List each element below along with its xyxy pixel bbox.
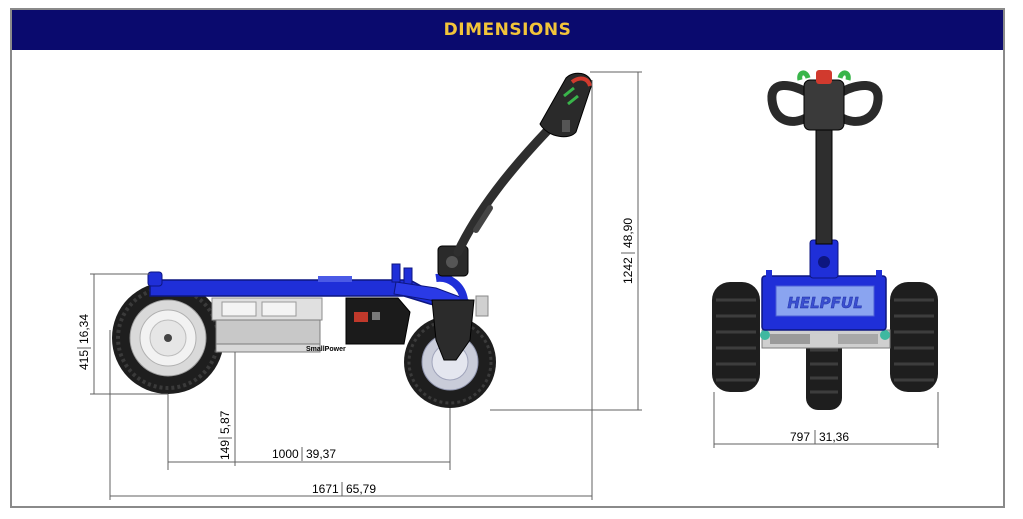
right-wheel: [890, 282, 938, 392]
side-view-dimension-labels: 1242 48,90 415 16,34 149 5,87 1000 39,37…: [77, 218, 635, 496]
tiller-arm: [437, 125, 553, 277]
dimensions-header-bar: DIMENSIONS: [12, 10, 1003, 50]
dim-width-in: 31,36: [819, 430, 849, 444]
page-title: DIMENSIONS: [443, 20, 572, 40]
main-frame: [147, 263, 469, 313]
dim-total-length-mm: 1671: [312, 482, 339, 496]
front-body: HELPFUL: [761, 270, 887, 331]
tiller-handle: [539, 72, 593, 138]
dim-frame-height-mm: 415: [77, 350, 91, 370]
side-plate-label: SmallPower: [306, 346, 346, 353]
front-handlebar: [767, 70, 883, 131]
battery-housing: SmallPower: [211, 297, 346, 353]
dim-total-height-in: 48,90: [621, 218, 635, 248]
dim-total-height-mm: 1242: [621, 257, 635, 284]
dim-width-mm: 797: [790, 430, 810, 444]
dim-clearance-in: 5,87: [218, 410, 232, 434]
brand-label: HELPFUL: [787, 294, 862, 312]
front-view: HELPFUL: [712, 70, 938, 410]
front-view-dimensions: 797 31,36: [713, 392, 939, 448]
side-view: SmallPower: [112, 72, 593, 408]
controller-box: [345, 297, 411, 345]
dim-frame-height-in: 16,34: [77, 314, 91, 344]
dim-wheelbase-in: 39,37: [306, 447, 336, 461]
front-drive-wheel: [404, 295, 496, 408]
front-column: [809, 125, 839, 279]
rear-wheel: [112, 282, 224, 394]
dim-wheelbase-mm: 1000: [272, 447, 299, 461]
dim-clearance-mm: 149: [218, 440, 232, 460]
left-wheel: [712, 282, 760, 392]
dim-total-length-in: 65,79: [346, 482, 376, 496]
side-view-dimensions: [90, 71, 642, 500]
center-drive-wheel: [806, 334, 842, 410]
